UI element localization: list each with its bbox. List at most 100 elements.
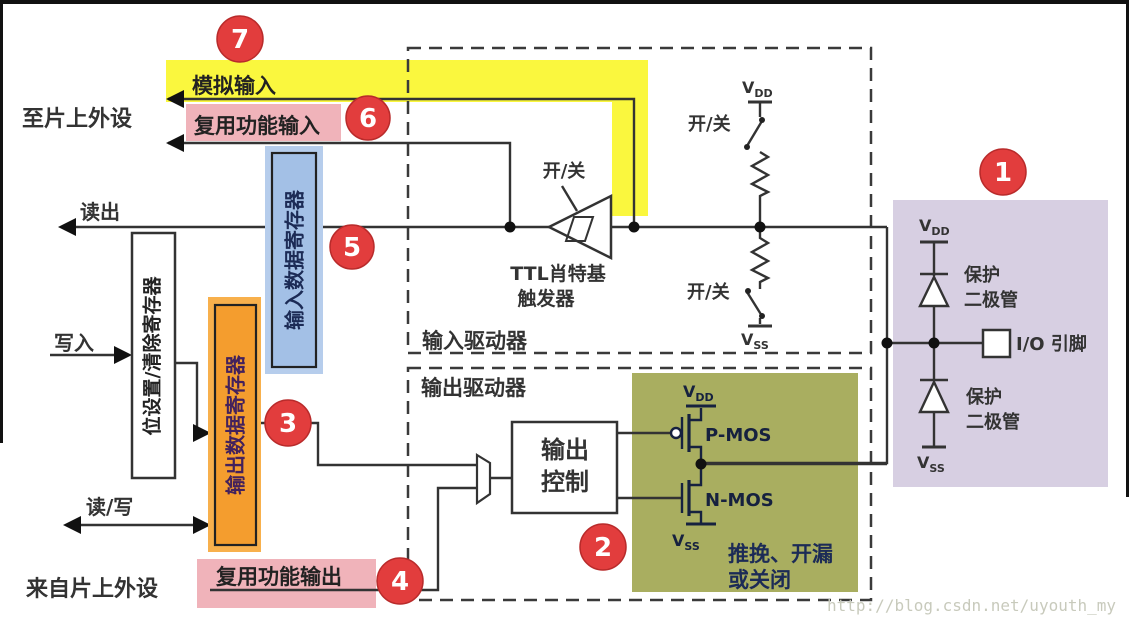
rw-left-arrow — [63, 516, 81, 534]
output-data-register-box — [213, 303, 258, 547]
marker-4-circle — [376, 557, 424, 605]
onoff-trigger-label: 开/关 — [543, 160, 586, 182]
vdd-pullup-label: VDD — [742, 78, 773, 100]
input-data-register-box — [270, 151, 318, 369]
marker-6-circle — [345, 95, 391, 141]
protect-bottom-label-1: 保护 — [965, 386, 1002, 408]
rw-right-arrow — [193, 516, 211, 534]
push-pull-label-2: 或关闭 — [728, 568, 791, 592]
output-control-box — [510, 420, 619, 515]
bsr-to-odr-wire — [175, 361, 205, 435]
wires — [50, 97, 983, 592]
ttl-schmitt-label-1: TTL肖特基 — [510, 262, 606, 285]
mos-transistors — [669, 404, 716, 526]
marker-4-number: 4 — [391, 567, 409, 597]
output-control-label-2: 控制 — [541, 468, 589, 496]
from-onchip-peripheral-label: 来自片上外设 — [25, 576, 158, 602]
input-driver-box — [406, 46, 873, 355]
read-arrow — [58, 218, 76, 236]
alt-func-in-arrow — [166, 134, 184, 152]
driver-boxes — [406, 46, 873, 602]
schmitt-triangle — [546, 193, 613, 261]
io-pin-label: I/O 引脚 — [1016, 334, 1087, 355]
analog-input-wire — [168, 97, 636, 227]
frame-top — [0, 0, 1129, 4]
onoff-pullup-label: 开/关 — [688, 113, 731, 135]
alt-func-output-label: 复用功能输出 — [215, 565, 342, 589]
marker-1-number: 1 — [994, 158, 1012, 188]
analog-input-label: 模拟输入 — [192, 74, 276, 98]
marker-2-number: 2 — [594, 533, 612, 563]
pmos-label: P-MOS — [705, 425, 772, 446]
bit-set-clear-register-label: 位设置/清除寄存器 — [141, 276, 164, 436]
nmos-drain — [689, 464, 703, 487]
pulldown-switch-blade — [745, 291, 764, 317]
output-control-label-1: 输出 — [541, 436, 589, 464]
pmos-gate-bubble — [669, 426, 683, 440]
bsr-odr-arrow — [193, 424, 211, 442]
read-out-label: 读出 — [80, 200, 120, 224]
frame-left — [0, 0, 3, 443]
ttl-schmitt-label-2: 触发器 — [517, 287, 575, 310]
marker-7-circle — [216, 15, 264, 63]
vss-mos-label: VSS — [672, 531, 700, 553]
alt-func-input-label: 复用功能输入 — [193, 114, 320, 138]
analog-path-highlight — [612, 100, 648, 216]
alt-func-input-highlight — [186, 104, 341, 141]
output-driver-label: 输出驱动器 — [421, 376, 527, 400]
input-driver-label: 输入驱动器 — [422, 329, 528, 353]
pull-network — [745, 100, 772, 328]
vdd-protect-label: VDD — [919, 216, 950, 238]
nmos-source — [689, 510, 703, 524]
junction-dots — [504, 221, 940, 470]
frame-borders — [0, 0, 1129, 497]
protect-top-label-1: 保护 — [963, 264, 1000, 286]
output-data-register-label: 输出数据寄存器 — [224, 354, 248, 495]
push-pull-label-1: 推挽、开漏 — [728, 542, 833, 566]
registers — [130, 146, 323, 552]
marker-1-circle — [979, 148, 1027, 196]
watermark-text: http://blog.csdn.net/uyouth_my — [827, 596, 1116, 615]
io-pin-square — [981, 328, 1012, 359]
marker-6-number: 6 — [359, 104, 377, 134]
pmos-drain — [689, 445, 703, 464]
alt-func-input-wire — [168, 141, 512, 227]
marker-3-circle — [264, 399, 312, 447]
mux-symbol — [475, 453, 492, 506]
onoff-pulldown-label: 开/关 — [687, 281, 730, 303]
pullup-resistor — [749, 150, 771, 227]
output-driver-box — [406, 366, 873, 602]
step-markers: 1 2 3 4 5 6 7 — [216, 15, 1027, 605]
pmos-source — [689, 408, 703, 422]
protect-top-label-2: 二极管 — [964, 289, 1018, 311]
mos-output-stage-block — [632, 373, 858, 592]
input-data-register-label: 输入数据寄存器 — [283, 189, 307, 330]
protect-bottom-label-2: 二极管 — [966, 411, 1020, 433]
schmitt-trigger — [546, 193, 613, 261]
switch-dots — [744, 117, 765, 319]
write-arrow — [114, 346, 132, 364]
alt-func-output-highlight — [197, 559, 376, 608]
vss-pulldown-label: VSS — [741, 330, 769, 352]
alt-func-output-wire — [210, 486, 477, 592]
nmos-label: N-MOS — [705, 490, 774, 511]
marker-5-circle — [329, 224, 375, 270]
pulldown-resistor — [749, 227, 771, 289]
trigger-onoff-pointer — [560, 185, 579, 212]
bit-set-clear-register-box — [130, 231, 177, 480]
hysteresis-icon — [564, 216, 595, 242]
vss-protect-label: VSS — [917, 453, 945, 475]
vdd-mos-label: VDD — [683, 382, 714, 404]
to-onchip-peripheral-label: 至片上外设 — [22, 106, 132, 132]
marker-2-circle — [579, 523, 627, 571]
pullup-switch-blade — [745, 120, 764, 147]
read-write-label: 读/写 — [86, 495, 133, 519]
analog-arrow — [166, 90, 184, 108]
marker-3-number: 3 — [279, 409, 297, 439]
arrowheads — [58, 90, 211, 534]
frame-right — [1126, 0, 1129, 497]
marker-5-number: 5 — [343, 233, 361, 263]
marker-7-number: 7 — [231, 25, 249, 55]
